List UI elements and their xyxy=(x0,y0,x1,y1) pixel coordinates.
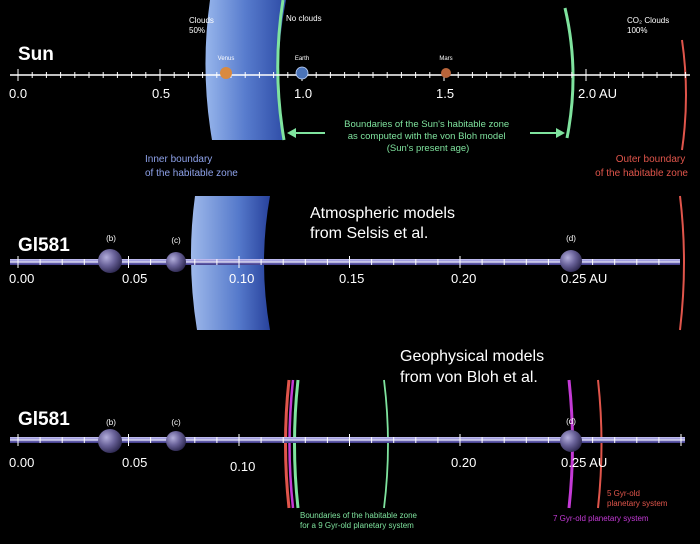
no-clouds-label: No clouds xyxy=(286,14,322,23)
gl581-atm-planet-d-label: (d) xyxy=(566,234,576,243)
vonbloh-note-line: as computed with the von Bloh model xyxy=(348,131,506,142)
gl581-geo-9gyr-legend-line: for a 9 Gyr-old planetary system xyxy=(300,521,414,530)
gl581-geo-9gyr-inner-green xyxy=(293,379,300,509)
gl581-atm-minor-ticks xyxy=(17,256,660,268)
gl581-atm-star-label: Gl581 xyxy=(18,235,70,256)
right-arrow-head xyxy=(556,128,565,138)
sun-vonbloh-inner-arc xyxy=(276,0,286,141)
gl581-geo-planet-c-label: (c) xyxy=(171,418,181,427)
gl581-geo-tick-label: 0.00 xyxy=(9,455,34,470)
gl581-geo-tick-label: 0.25 AU xyxy=(561,455,607,470)
gl581-geo-caption-line: Geophysical models xyxy=(400,348,544,365)
gl581-geo-planet-b xyxy=(98,429,122,453)
clouds-50-line: 50% xyxy=(189,26,205,35)
earth-planet xyxy=(295,66,309,80)
gl581-atm-tick-label: 0.15 xyxy=(339,271,364,286)
gl581-geo-caption: Geophysical models from von Bloh et al. xyxy=(400,348,549,386)
gl581-atm-planet-b-label: (b) xyxy=(106,234,116,243)
gl581-geo-planet-b-label: (b) xyxy=(106,418,116,427)
gl581-geo-9gyr-inner-magenta xyxy=(288,379,295,509)
gl581-geo-planet-c xyxy=(166,431,186,451)
gl581-atm-planet-c-label: (c) xyxy=(171,236,181,245)
sun-vonbloh-outer-arc xyxy=(563,7,575,139)
gl581-atm-planet-b xyxy=(98,249,122,273)
co2-clouds-line: CO₂ Clouds xyxy=(627,16,669,25)
gl581-geo-tick-label: 0.05 xyxy=(122,455,147,470)
gl581-geo-5gyr-legend: 5 Gyr-old planetary system xyxy=(607,489,668,508)
sun-tick-label: 1.5 xyxy=(436,86,454,101)
gl581-atm-planet-c xyxy=(166,252,186,272)
gl581-geo-9gyr-legend: Boundaries of the habitable zone for a 9… xyxy=(300,511,419,530)
gl581-geo-tick-label: 0.10 xyxy=(230,459,255,474)
gl581-geo-5gyr-outer-red xyxy=(597,379,603,509)
vonbloh-note: Boundaries of the Sun's habitable zone a… xyxy=(344,119,512,154)
vonbloh-note-line: Boundaries of the Sun's habitable zone xyxy=(344,119,509,130)
venus-planet xyxy=(220,67,232,79)
gl581-atm-caption-line: Atmospheric models xyxy=(310,205,455,222)
gl581-geo-tick-label: 0.20 xyxy=(451,455,476,470)
sun-tick-label: 0.0 xyxy=(9,86,27,101)
gl581-atm-outer-boundary-arc xyxy=(679,195,685,331)
inner-boundary-line: Inner boundary xyxy=(145,154,212,165)
sun-habitable-zone xyxy=(205,0,286,140)
inner-boundary-label: Inner boundary of the habitable zone xyxy=(145,154,238,179)
mars-label: Mars xyxy=(439,56,452,62)
gl581-geo-9gyr-inner-red xyxy=(284,379,291,509)
sun-tick-label: 1.0 xyxy=(294,86,312,101)
gl581-geo-9gyr-outer-green xyxy=(383,379,389,509)
sun-outer-boundary-arc xyxy=(681,39,687,151)
gl581-atm-tick-label: 0.00 xyxy=(9,271,34,286)
clouds-50-line: Clouds xyxy=(189,16,214,25)
gl581-geo-star-label: Gl581 xyxy=(18,409,70,430)
earth-label: Earth xyxy=(295,56,309,62)
left-arrow-head xyxy=(287,128,296,138)
gl581-geo-planet-d-label: (d) xyxy=(566,417,576,426)
panel-gl581-geophysical: Gl581 0.00 0.05 0.10 0.20 0.25 AU (b) (c… xyxy=(9,348,685,530)
sun-tick-label: 0.5 xyxy=(152,86,170,101)
outer-boundary-line: Outer boundary xyxy=(616,154,686,165)
gl581-atm-caption-line: from Selsis et al. xyxy=(310,225,428,242)
panel-gl581-atmospheric: Gl581 0.00 0.05 0.10 0.15 0.20 0.25 AU (… xyxy=(9,195,685,331)
gl581-geo-5gyr-legend-line: 5 Gyr-old xyxy=(607,489,640,498)
inner-boundary-line: of the habitable zone xyxy=(145,168,238,179)
panel-sun: Sun 0.0 0.5 1.0 1.5 2.0 AU Venus Earth M… xyxy=(9,0,690,179)
outer-boundary-label: Outer boundary of the habitable zone xyxy=(595,154,688,179)
gl581-geo-planet-d xyxy=(560,430,582,452)
sun-star-label: Sun xyxy=(18,44,54,65)
co2-clouds-line: 100% xyxy=(627,26,647,35)
vonbloh-note-line: (Sun's present age) xyxy=(387,143,470,154)
gl581-geo-caption-line: from von Bloh et al. xyxy=(400,369,538,386)
gl581-geo-9gyr-legend-line: Boundaries of the habitable zone xyxy=(300,511,418,520)
gl581-atm-tick-label: 0.05 xyxy=(122,271,147,286)
venus-label: Venus xyxy=(218,56,235,62)
gl581-geo-5gyr-legend-line: planetary system xyxy=(607,499,668,508)
sun-minor-ticks xyxy=(17,69,686,81)
outer-boundary-line: of the habitable zone xyxy=(595,168,688,179)
gl581-atm-caption: Atmospheric models from Selsis et al. xyxy=(310,205,459,242)
gl581-atm-tick-label: 0.20 xyxy=(451,271,476,286)
gl581-geo-7gyr-legend: 7 Gyr-old planetary system xyxy=(553,514,649,523)
gl581-atm-planet-d xyxy=(560,250,582,272)
gl581-atm-tick-label: 0.25 AU xyxy=(561,271,607,286)
mars-planet xyxy=(441,68,451,78)
sun-tick-label: 2.0 AU xyxy=(578,86,617,101)
gl581-atm-tick-label: 0.10 xyxy=(229,271,254,286)
